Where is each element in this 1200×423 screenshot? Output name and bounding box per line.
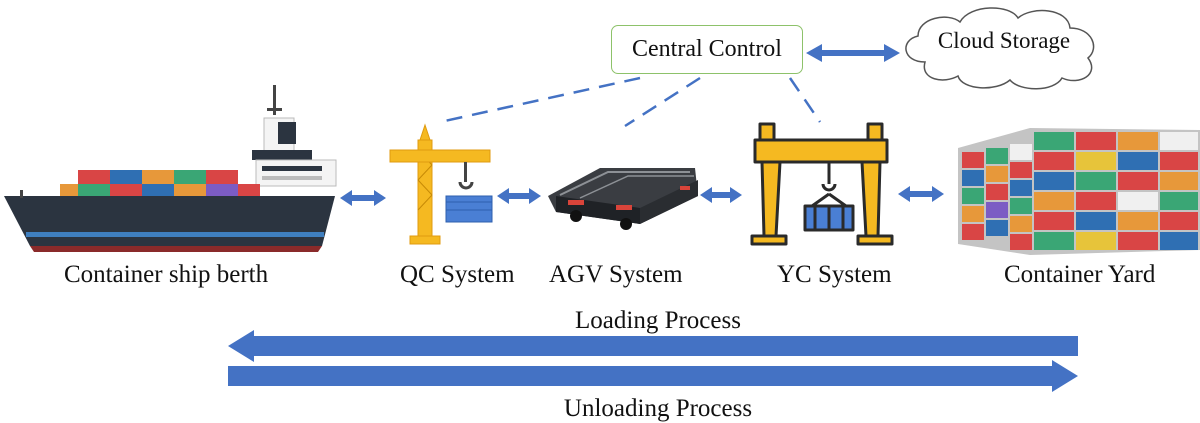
yc-system-label: YC System: [777, 261, 892, 288]
cloud-storage-label: Cloud Storage: [937, 28, 1071, 53]
container-yard-label: Container Yard: [1004, 261, 1156, 288]
qc-system-label: QC System: [400, 261, 515, 288]
yc-yard-arrow: [898, 186, 944, 202]
container-ship-berth-label: Container ship berth: [64, 261, 269, 288]
loading-process-arrow: [228, 330, 1078, 362]
central-control-box: Central Control: [611, 25, 803, 74]
agv-system-label: AGV System: [549, 261, 683, 288]
container-ship-image: [4, 85, 337, 252]
agv-yc-arrow: [700, 187, 742, 203]
container-yard-image: [958, 128, 1200, 255]
qc-crane-image: [389, 123, 493, 245]
central-control-label: Central Control: [632, 36, 782, 62]
control-dashed-lines: [439, 76, 822, 128]
yc-crane-image: [750, 122, 894, 246]
agv-vehicle-image: [548, 168, 698, 230]
ship-qc-arrow: [340, 190, 386, 206]
central-cloud-arrow: [806, 44, 900, 62]
cloud-icon: [905, 7, 1095, 90]
unloading-process-label: Unloading Process: [563, 395, 753, 422]
unloading-process-arrow: [228, 360, 1078, 392]
qc-agv-arrow: [497, 188, 541, 204]
loading-process-label: Loading Process: [575, 307, 741, 334]
